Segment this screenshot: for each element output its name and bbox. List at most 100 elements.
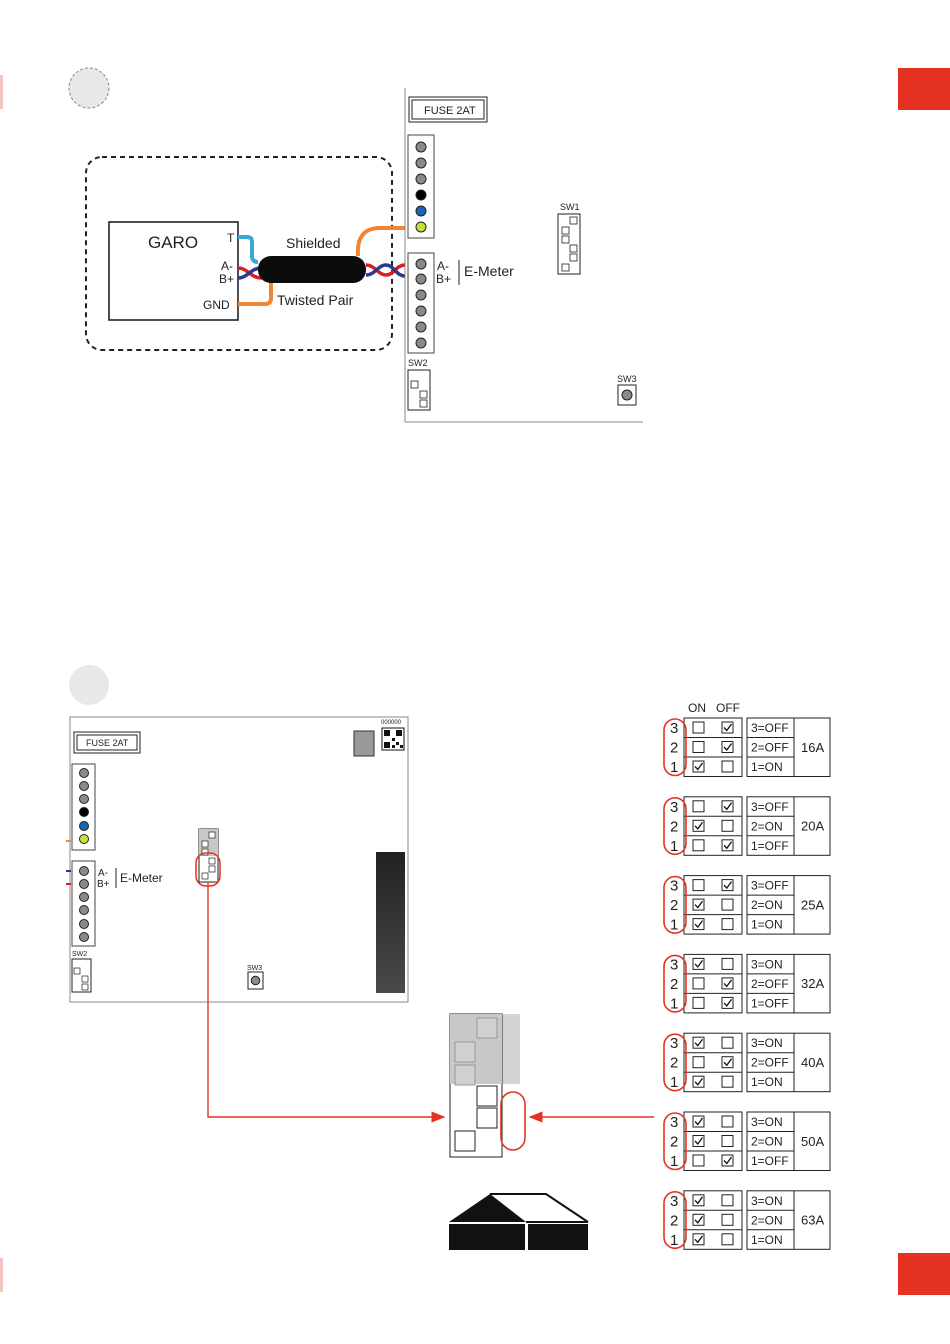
board2-terminal [79, 879, 89, 889]
board1-emeter-b: B+ [436, 272, 451, 286]
dip-off-checkbox [721, 879, 734, 892]
terminal-b-label: B+ [219, 272, 234, 286]
board2-terminal-block-top [71, 763, 96, 851]
dip-on-checkbox-check [694, 1077, 704, 1086]
arrow-board-to-zoom [207, 882, 446, 1123]
dip-switch-number: 3 [670, 1114, 678, 1131]
dip-number-highlight [663, 1033, 687, 1092]
board2-terminal [79, 821, 89, 831]
dip-on-checkbox-check [694, 920, 704, 929]
dip-off-checkbox [721, 819, 734, 832]
dip-amps-label: 16A [801, 740, 824, 755]
dip-on-checkbox-check [694, 900, 704, 909]
board1-sw1-label: SW1 [560, 202, 580, 212]
dip-off-checkbox [721, 721, 734, 734]
dip-switch-number: 3 [670, 1193, 678, 1210]
dip-on-checkbox-check [694, 1038, 704, 1047]
board1-terminal [415, 258, 427, 270]
dip-on-checkbox [692, 721, 705, 734]
dip-on-checkbox [692, 1056, 705, 1069]
dip-setting-box [746, 875, 831, 935]
board1-terminal [415, 173, 427, 185]
sw1-zoom-switch [454, 1130, 476, 1152]
dip-on-checkbox [692, 760, 705, 773]
dip-setting-label: 1=ON [751, 760, 783, 774]
dip-number-highlight [663, 875, 687, 934]
dip-setting-box [746, 953, 831, 1014]
board1-terminal [415, 189, 427, 201]
dip-off-checkbox [721, 996, 734, 1009]
dip-off-checkbox-check [723, 1156, 733, 1165]
dip-setting-label: 3=OFF [751, 721, 789, 735]
board2 [69, 716, 409, 1003]
dip-switch-number: 3 [670, 799, 678, 816]
dip-number-highlight [663, 718, 687, 777]
board1-terminal [415, 337, 427, 349]
dip-number-highlight [663, 1191, 687, 1250]
dip-on-checkbox [692, 741, 705, 753]
dip-switch-number: 2 [670, 1212, 678, 1229]
board2-terminal [79, 892, 89, 902]
dip-on-checkbox [692, 1213, 705, 1226]
garo-label: GARO [148, 233, 198, 252]
dip-switch-number: 1 [670, 995, 678, 1012]
dip-switch-number: 3 [670, 720, 678, 737]
termination-wire [238, 235, 259, 264]
dip-switch-number: 3 [670, 956, 678, 973]
dip-on-checkbox [692, 1135, 705, 1147]
dip-switch-number: 1 [670, 838, 678, 855]
board2-emeter-a: A- [98, 868, 108, 879]
dip-off-checkbox [721, 1154, 734, 1167]
board2-sw2-switch [73, 967, 81, 975]
dip-setting-label: 3=ON [751, 1194, 783, 1208]
dip-off-checkbox [721, 1194, 734, 1207]
dip-on-checkbox [692, 996, 705, 1009]
dip-setting-label: 3=ON [751, 1115, 783, 1129]
dip-setting-label: 3=ON [751, 1036, 783, 1050]
dip-setting-label: 1=OFF [751, 1154, 789, 1168]
wire-b-right [365, 263, 406, 278]
dip-setting-label: 2=OFF [751, 977, 789, 991]
board1-sw1-switch [569, 253, 578, 262]
board2-terminal [79, 866, 89, 876]
board1-fuse: FUSE 2AT [408, 96, 488, 123]
sw1-zoom-switch [454, 1064, 476, 1086]
dip-setting-label: 2=ON [751, 819, 783, 833]
dip-on-checkbox [692, 1194, 705, 1207]
page-edge-mark [0, 1258, 3, 1292]
dip-off-checkbox [721, 898, 734, 911]
shielded-cable [258, 256, 366, 283]
board2-sw2-switch [81, 983, 89, 991]
dip-on-checkbox-check [694, 1215, 704, 1224]
dip-amps-label: 63A [801, 1213, 824, 1228]
dip-off-checkbox [721, 741, 734, 753]
board2-serial: 000000 [381, 720, 402, 726]
dip-on-checkbox-check [694, 1196, 704, 1205]
meter-enclosure [85, 156, 393, 351]
board1-sw2-switch [419, 399, 428, 408]
board2-sw1-switch [208, 865, 216, 873]
dip-setting-label: 1=ON [751, 1075, 783, 1089]
dip-off-checkbox-check [723, 841, 733, 850]
board1-terminal [415, 289, 427, 301]
dip-on-checkbox [692, 1036, 705, 1049]
dip-off-checkbox-check [723, 979, 733, 988]
dip-off-checkbox [721, 1213, 734, 1226]
board2-terminal [79, 834, 89, 844]
dip-switch-number: 2 [670, 740, 678, 757]
dip-setting-box [746, 717, 831, 777]
garo-meter-box [108, 221, 239, 321]
dip-off-checkbox-check [723, 743, 733, 752]
dip-setting-label: 3=OFF [751, 879, 789, 893]
terminal-a-label: A- [221, 259, 233, 273]
board1-sw1-switch [569, 216, 578, 225]
dip-on-checkbox [692, 839, 705, 852]
twisted-pair-label: Twisted Pair [277, 292, 354, 308]
dip-off-checkbox-check [723, 1058, 733, 1067]
dip-on-checkbox [692, 1115, 705, 1128]
board1-sw1-switch [561, 226, 570, 235]
sw1-zoom-switch [454, 1041, 476, 1063]
sw1-zoom-switch [476, 1085, 498, 1107]
board2-fuse: FUSE 2AT [73, 731, 141, 754]
